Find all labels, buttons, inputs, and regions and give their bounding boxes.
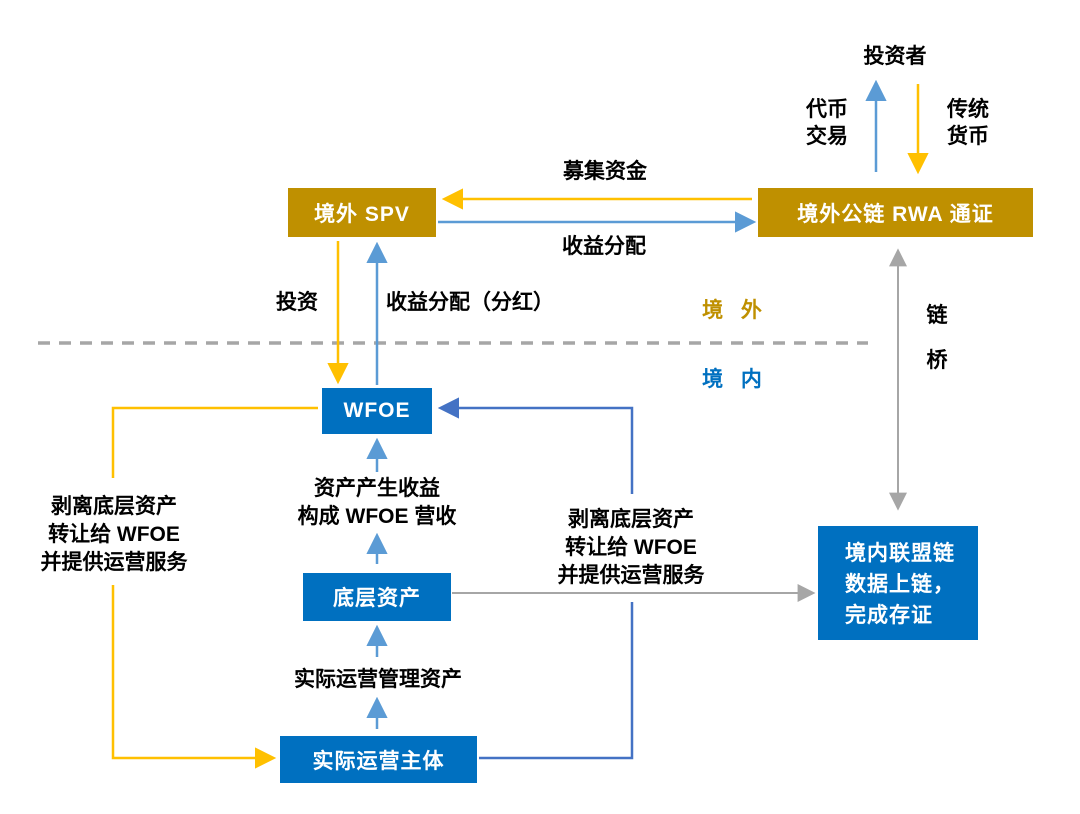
node-offshore-rwa-token: 境外公链 RWA 通证 (758, 188, 1033, 237)
traditional-currency-label: 传统 货币 (947, 96, 989, 150)
right-transfer-arrow-top (437, 397, 634, 494)
label-line: 代币 (806, 98, 848, 121)
node-operating-entity: 实际运营主体 (280, 736, 477, 783)
node-underlying-assets: 底层资产 (303, 573, 451, 621)
investor-label: 投资者 (863, 45, 927, 68)
consortium-chain-line: 境内联盟链 (845, 542, 955, 565)
label-line: 货币 (947, 125, 989, 148)
actual-operation-label: 实际运营管理资产 (294, 668, 462, 691)
right-transfer-line-bottom (479, 602, 634, 760)
node-consortium-chain: 境内联盟链 数据上链， 完成存证 (818, 526, 978, 640)
label-line: 桥 (926, 349, 948, 372)
consortium-chain-line: 数据上链， (845, 573, 955, 596)
node-offshore-spv: 境外 SPV (288, 188, 436, 237)
raise-funds-label: 募集资金 (563, 160, 647, 183)
label-line: 链 (926, 304, 948, 327)
label-line: 传统 (947, 98, 989, 121)
label-line: 构成 WFOE 营收 (297, 505, 457, 528)
consortium-chain-line: 完成存证 (845, 604, 933, 627)
asset-income-label: 资产产生收益 构成 WFOE 营收 (298, 475, 457, 531)
onshore-region-label: 境 内 (702, 368, 768, 391)
left-transfer-arrow-bottom (111, 585, 277, 769)
node-wfoe: WFOE (322, 388, 432, 434)
profit-distribution-label: 收益分配 (562, 235, 646, 258)
label-line: 转让给 WFOE (565, 536, 697, 559)
right-transfer-label: 剥离底层资产 转让给 WFOE 并提供运营服务 (558, 506, 705, 590)
left-transfer-line-top (111, 406, 318, 478)
chain-bridge-label: 链 桥 (927, 293, 948, 383)
token-trading-label: 代币 交易 (806, 96, 848, 150)
left-transfer-label: 剥离底层资产 转让给 WFOE 并提供运营服务 (41, 493, 188, 577)
offshore-region-label: 境 外 (702, 299, 768, 322)
label-line: 剥离底层资产 (568, 508, 694, 531)
label-line: 转让给 WFOE (48, 523, 180, 546)
label-line: 并提供运营服务 (557, 564, 705, 587)
investment-label: 投资 (276, 291, 318, 314)
label-line: 交易 (806, 125, 848, 148)
label-line: 并提供运营服务 (40, 551, 188, 574)
label-line: 剥离底层资产 (51, 495, 177, 518)
profit-dividend-label: 收益分配（分红） (386, 291, 554, 314)
label-line: 资产产生收益 (313, 477, 440, 500)
